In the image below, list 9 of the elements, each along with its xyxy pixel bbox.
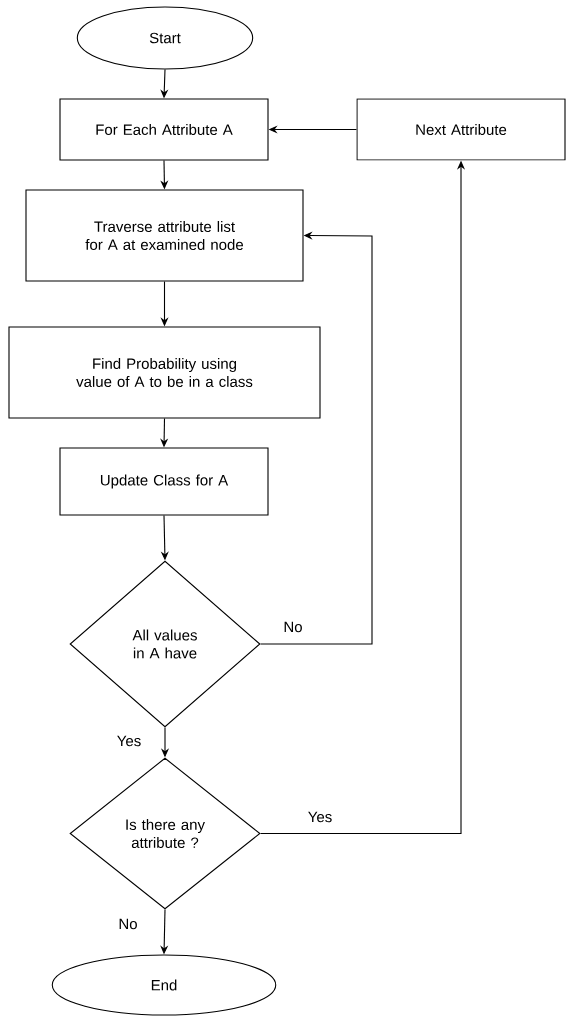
process-box: Update Class for A: [59, 447, 269, 516]
edge-label: No: [282, 620, 304, 634]
process-box: Find Probability using value of A to be in a class: [8, 326, 321, 419]
process-box: Next Attribute: [356, 98, 566, 161]
edge-label: No: [117, 917, 139, 931]
process-box: Traverse attribute list for A at examined node: [25, 189, 304, 282]
process-box: For Each Attribute A: [59, 98, 269, 161]
edge-label: Yes: [115, 734, 143, 748]
edge-label: Yes: [306, 810, 334, 824]
